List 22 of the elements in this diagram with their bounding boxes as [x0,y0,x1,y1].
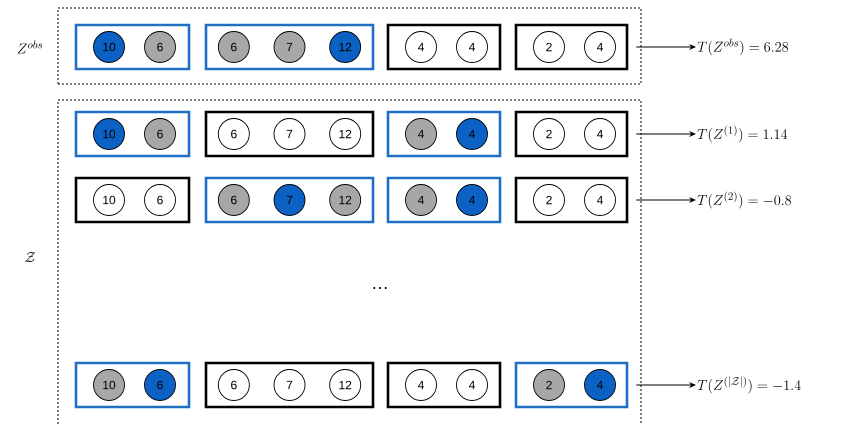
group-box [386,176,502,224]
statistic-value: $T(Z^{obs}) = 6.28$ [698,38,788,56]
group-box [74,362,190,408]
group-box [386,110,502,158]
statistic-value: $T(Z^{(|\mathcal{Z}|)}) = -1.4$ [698,376,801,394]
group-box [74,24,190,70]
group-box [74,176,190,224]
group-box [74,110,190,158]
statistic-value: $T(Z^{(2)}) = -0.8$ [698,192,792,209]
ellipsis: … [373,287,387,289]
group-box [386,362,502,408]
group-box [514,110,628,158]
group-box [514,176,628,224]
group-box [204,362,374,408]
group-box [204,176,374,224]
group-box [514,24,628,70]
statistic-value: $T(Z^{(1)}) = 1.14$ [698,126,788,143]
group-box [204,110,374,158]
node-label: $Z^{obs}$ [18,40,42,54]
group-box [204,24,374,70]
group-box [514,362,628,408]
group-box [386,24,502,70]
